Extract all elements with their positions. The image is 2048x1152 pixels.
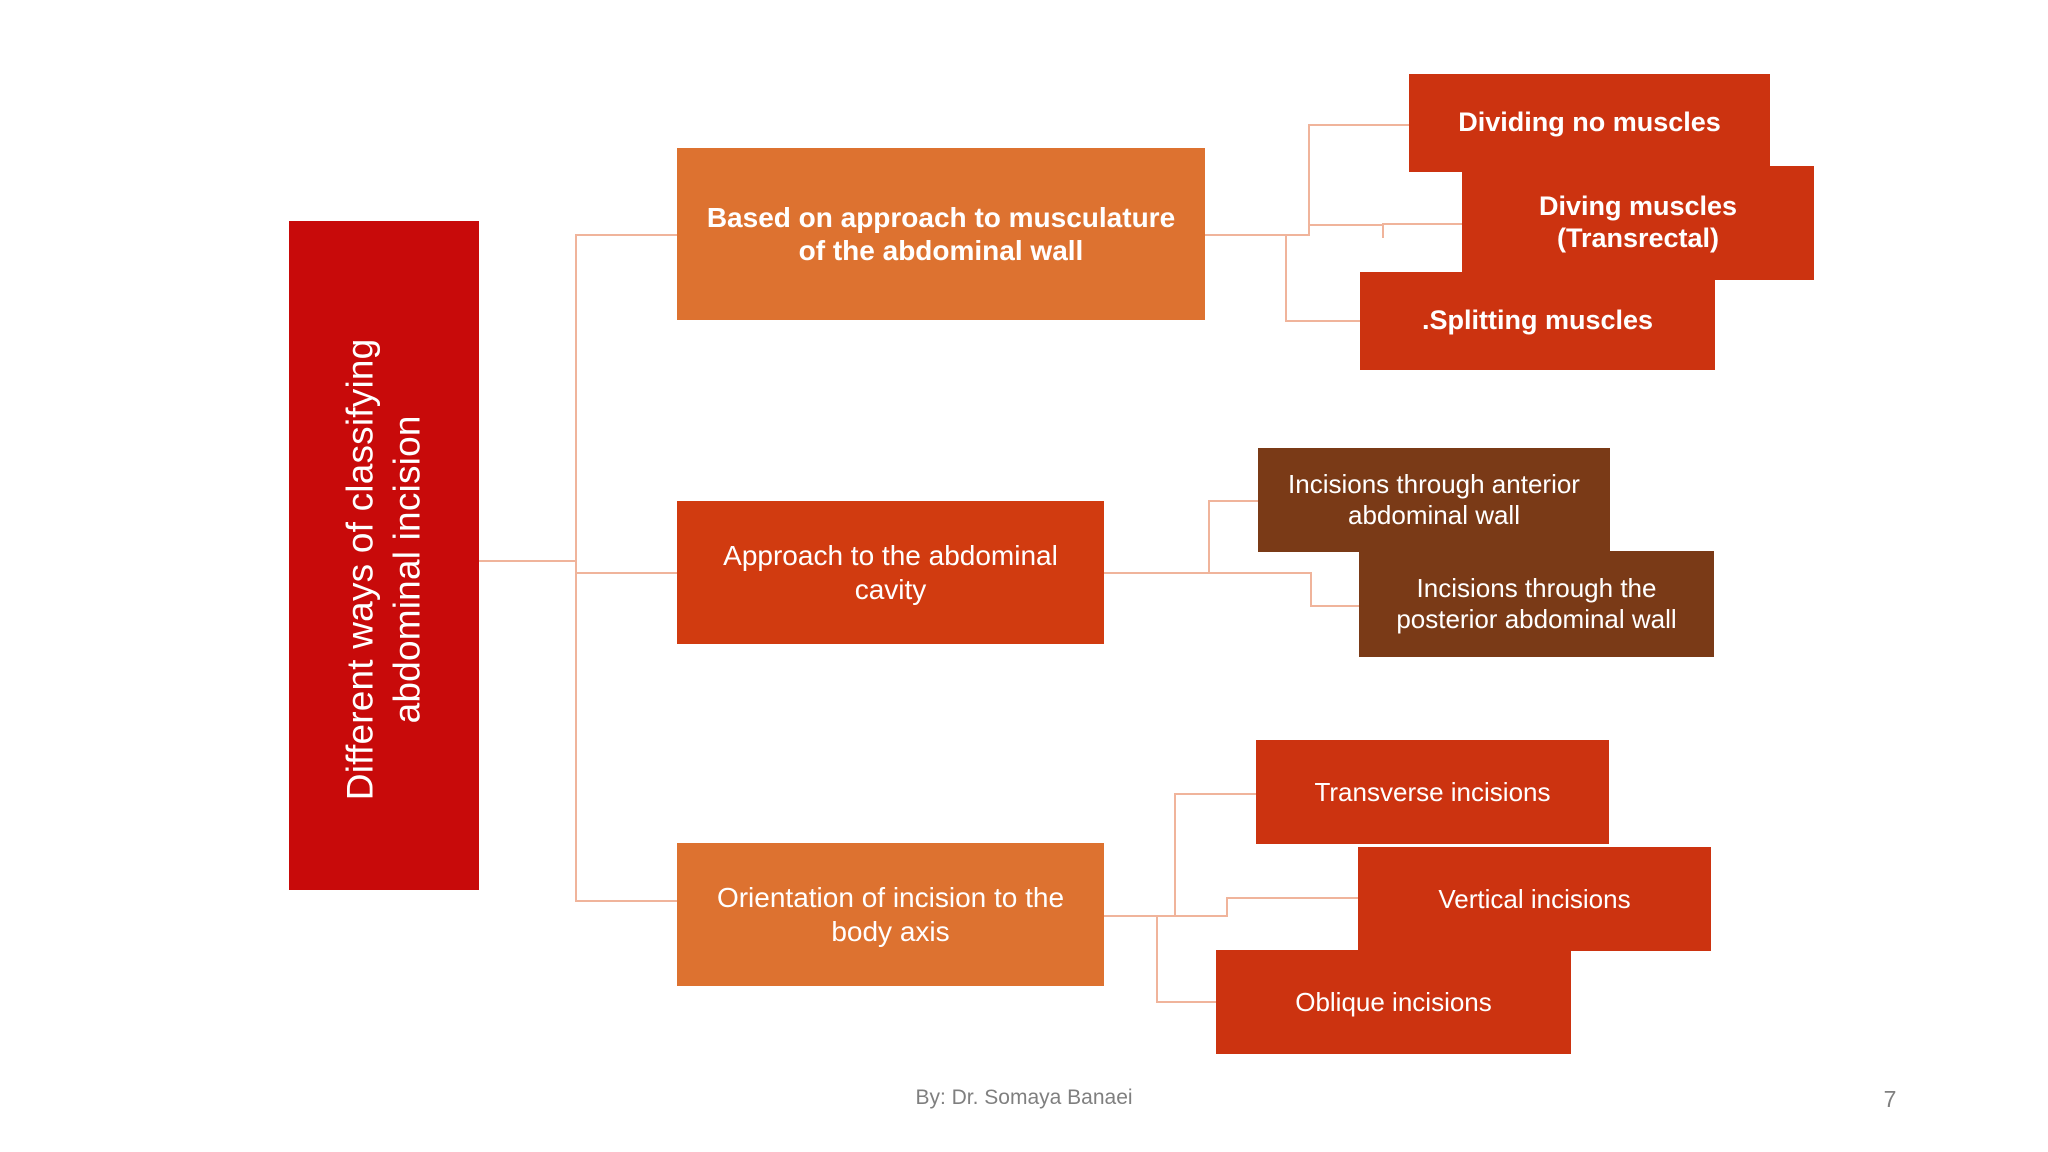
connector-root-to-branch-2 — [575, 572, 678, 574]
leaf-node-transverse-incisions[interactable]: Transverse incisions — [1256, 740, 1609, 844]
connector-branch2-stub — [1104, 572, 1210, 574]
leaf-node-posterior-wall-label: Incisions through the posterior abdomina… — [1396, 573, 1677, 634]
branch-node-musculature-label: Based on approach to musculature of the … — [706, 201, 1176, 266]
connector-branch2-trunk — [1208, 500, 1210, 574]
root-node[interactable]: Different ways of classifying abdominal … — [289, 221, 479, 890]
connector-branch3-jog — [1226, 897, 1228, 917]
connector-branch3-to-child-3 — [1156, 1001, 1220, 1003]
leaf-node-vertical-incisions-label: Vertical incisions — [1438, 883, 1631, 914]
leaf-node-diving-muscles[interactable]: Diving muscles (Transrectal) — [1462, 166, 1814, 280]
page-number: 7 — [1883, 1086, 1897, 1112]
leaf-node-diving-muscles-label: Diving muscles (Transrectal) — [1538, 191, 1738, 253]
leaf-node-oblique-incisions-label: Oblique incisions — [1295, 986, 1492, 1017]
connector-branch2-to-child-1 — [1208, 500, 1262, 502]
branch-node-orientation-label: Orientation of incision to the body axis — [716, 882, 1065, 947]
leaf-node-dividing-no-muscles[interactable]: Dividing no muscles — [1409, 74, 1770, 172]
leaf-node-anterior-wall[interactable]: Incisions through anterior abdominal wal… — [1258, 448, 1610, 552]
connector-branch2-to-child-2 — [1310, 605, 1362, 607]
connector-root-to-branch-1 — [575, 234, 678, 236]
connector-branch1-stub — [1205, 234, 1309, 236]
connector-branch1-down — [1285, 234, 1287, 322]
connector-root-to-branch-3 — [575, 900, 678, 902]
connector-branch1-to-child-1 — [1308, 124, 1411, 126]
footer-credit: By: Dr. Somaya Banaei — [915, 1086, 1133, 1109]
connector-branch1-to-child-3 — [1285, 320, 1363, 322]
leaf-node-transverse-incisions-label: Transverse incisions — [1314, 776, 1551, 807]
leaf-node-posterior-wall[interactable]: Incisions through the posterior abdomina… — [1359, 551, 1714, 657]
leaf-node-oblique-incisions[interactable]: Oblique incisions — [1216, 950, 1571, 1054]
branch-node-musculature[interactable]: Based on approach to musculature of the … — [677, 148, 1205, 320]
connector-branch2-mid — [1208, 572, 1311, 574]
connector-branch3-to-child-1 — [1174, 793, 1258, 795]
connector-branch1-trunk — [1308, 124, 1310, 236]
leaf-node-vertical-incisions[interactable]: Vertical incisions — [1358, 847, 1711, 951]
branch-node-cavity[interactable]: Approach to the abdominal cavity — [677, 501, 1104, 644]
branch-node-orientation[interactable]: Orientation of incision to the body axis — [677, 843, 1104, 986]
connector-branch3-trunk — [1174, 793, 1176, 917]
connector-branch1-jog-2 — [1382, 224, 1384, 238]
connector-root-stub — [479, 560, 576, 562]
connector-branch1-to-child-2b — [1382, 223, 1464, 225]
leaf-node-splitting-muscles-label: .Splitting muscles — [1421, 305, 1654, 336]
connector-branch3-down — [1156, 915, 1158, 1003]
leaf-node-dividing-no-muscles-label: Dividing no muscles — [1458, 107, 1721, 138]
leaf-node-anterior-wall-label: Incisions through anterior abdominal wal… — [1288, 469, 1580, 530]
branch-node-cavity-label: Approach to the abdominal cavity — [723, 540, 1058, 605]
connector-root-trunk — [575, 234, 577, 901]
leaf-node-splitting-muscles[interactable]: .Splitting muscles — [1360, 272, 1715, 370]
connector-branch2-jog — [1310, 572, 1312, 606]
connector-branch3-mid — [1174, 915, 1227, 917]
connector-branch3-to-child-2 — [1226, 897, 1361, 899]
connector-branch1-to-child-2 — [1308, 224, 1383, 226]
root-node-label: Different ways of classifying abdominal … — [339, 338, 428, 800]
